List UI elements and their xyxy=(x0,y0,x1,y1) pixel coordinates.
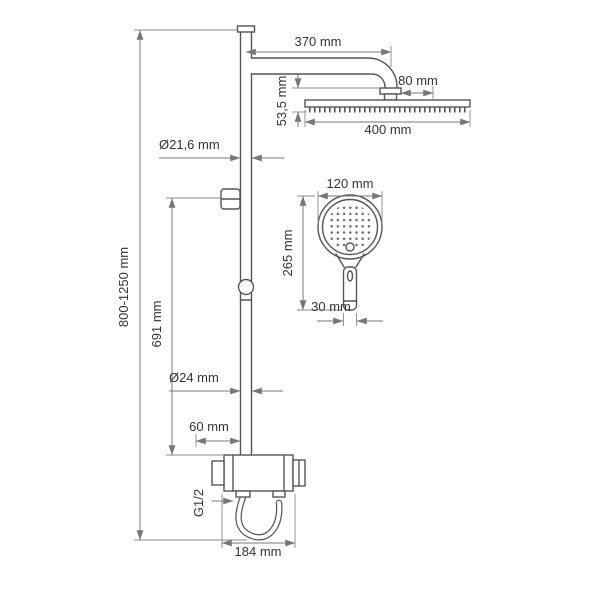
dim-total-height: 800-1250 mm xyxy=(116,29,247,541)
dim-label-handshower-diameter: 120 mm xyxy=(327,176,374,191)
dim-label-connection-thread: G1/2 xyxy=(191,489,206,517)
hand-shower-nozzle-face xyxy=(327,204,373,250)
hand-shower-neck xyxy=(335,253,365,268)
handle-button xyxy=(346,270,354,282)
hose-outlet-nut xyxy=(235,490,251,498)
shower-column-drawing xyxy=(211,25,471,541)
wall-bracket xyxy=(220,188,241,210)
dim-label-head-width: 400 mm xyxy=(365,122,412,137)
dim-head-width: 400 mm xyxy=(304,110,471,137)
hose-end-nut xyxy=(272,490,286,498)
dim-connection-thread: G1/2 xyxy=(191,489,234,517)
dim-label-head-height: 53,5 mm xyxy=(274,76,289,127)
hand-shower xyxy=(317,194,383,311)
riser-pipe xyxy=(236,25,256,456)
dim-head-height: 53,5 mm xyxy=(274,73,380,127)
dim-top-width: 370 mm xyxy=(245,34,392,67)
shower-hose xyxy=(235,493,283,541)
dim-label-bracket-offset: 60 mm xyxy=(189,419,229,434)
riser-top-cap xyxy=(236,25,256,33)
dim-lower-pipe-diameter: Ø24 mm xyxy=(169,370,283,395)
hand-shower-handle xyxy=(342,266,358,311)
dim-label-total-height: 800-1250 mm xyxy=(116,247,131,327)
dim-column-height: 691 mm xyxy=(149,197,224,456)
dim-label-mixer-width: 184 mm xyxy=(235,544,282,559)
dim-label-handshower-length: 265 mm xyxy=(280,230,295,277)
dim-handshower-length: 265 mm xyxy=(280,195,341,311)
dimensions: 370 mm 80 mm 53,5 mm 400 mm Ø21,6 mm xyxy=(116,29,471,559)
slider-knob xyxy=(237,278,255,296)
dim-label-arm-offset: 80 mm xyxy=(398,73,438,88)
mixer-left-knob xyxy=(211,460,225,486)
arm-connector-nut xyxy=(379,87,402,95)
dim-label-upper-pipe-diameter: Ø21,6 mm xyxy=(159,137,220,152)
dim-handshower-diameter: 120 mm xyxy=(317,176,383,224)
dim-upper-pipe-diameter: Ø21,6 mm xyxy=(159,137,284,162)
rain-shower-head xyxy=(304,99,471,113)
dim-handle-width: 30 mm xyxy=(311,299,383,326)
dim-arm-offset: 80 mm xyxy=(398,73,438,99)
shower-arm xyxy=(250,57,402,101)
dim-label-top-width: 370 mm xyxy=(295,34,342,49)
arm-connector-neck xyxy=(383,93,398,101)
hand-shower-mode-button xyxy=(345,242,355,252)
mixer-body xyxy=(211,454,306,498)
dim-label-lower-pipe-diameter: Ø24 mm xyxy=(169,370,219,385)
dim-mixer-width: 184 mm xyxy=(221,494,296,559)
dim-label-column-height: 691 mm xyxy=(149,301,164,348)
dim-bracket-offset: 60 mm xyxy=(189,419,241,447)
dim-label-handle-width: 30 mm xyxy=(311,299,351,314)
